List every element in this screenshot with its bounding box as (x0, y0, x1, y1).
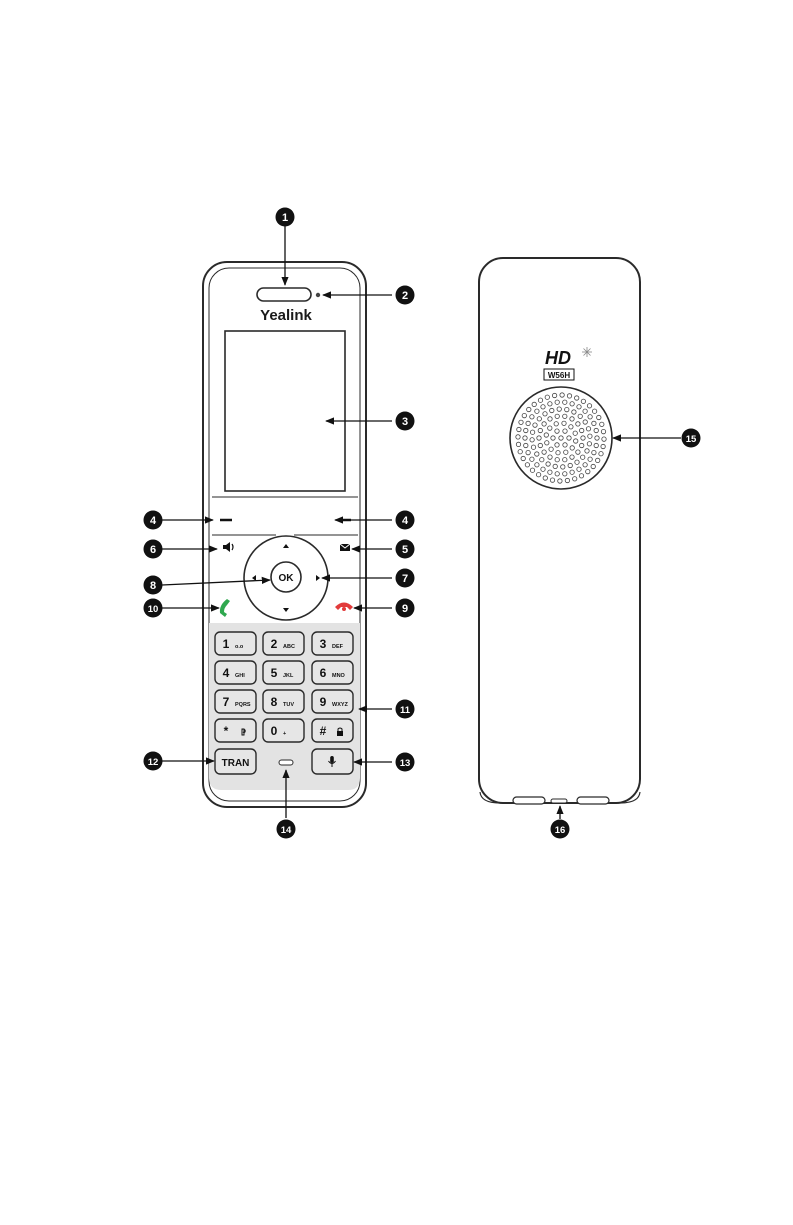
callout-3: 3 (396, 412, 415, 431)
callout-11: 11 (396, 700, 415, 719)
callout-4: 4 (396, 511, 415, 530)
model-badge-label: W56H (548, 371, 570, 380)
callout-15: 15 (682, 429, 701, 448)
callout-14: 14 (277, 820, 296, 839)
callout-10: 10 (144, 599, 163, 618)
svg-text:4: 4 (402, 515, 409, 527)
loudspeaker-grille (510, 387, 612, 489)
key-digit: 3 (320, 637, 327, 651)
message-icon[interactable] (340, 544, 350, 551)
callout-7: 7 (396, 569, 415, 588)
svg-text:13: 13 (400, 758, 411, 769)
key-letters: o.o (235, 644, 244, 650)
callout-6: 6 (144, 540, 163, 559)
key-letters: PQRS (235, 702, 251, 708)
lcd-screen (225, 331, 345, 491)
callout-9: 9 (396, 599, 415, 618)
key-digit: 7 (223, 695, 230, 709)
key-digit: * (224, 724, 229, 738)
svg-text:2: 2 (402, 290, 408, 302)
svg-text:11: 11 (400, 705, 411, 716)
svg-text:8: 8 (150, 580, 156, 592)
handset-back: HD W56H (479, 258, 640, 804)
hd-logo: HD (545, 348, 571, 368)
microphone (279, 760, 293, 765)
key-letters: + (283, 731, 286, 737)
key-letters: ABC (283, 644, 295, 650)
svg-text:9: 9 (402, 603, 408, 615)
svg-text:6: 6 (150, 544, 156, 556)
svg-text:1: 1 (282, 212, 288, 224)
earpiece (257, 288, 311, 301)
key-digit: 2 (271, 637, 278, 651)
key-letters: GHI (235, 673, 245, 679)
key-digit: 8 (271, 695, 278, 709)
svg-text:5: 5 (402, 544, 408, 556)
callout-2: 2 (396, 286, 415, 305)
svg-text:16: 16 (555, 825, 566, 836)
key-digit: # (320, 724, 327, 738)
tran-key-label: TRAN (222, 758, 250, 769)
callout-1: 1 (276, 208, 295, 227)
key-star[interactable]: * (215, 719, 256, 742)
svg-text:12: 12 (148, 757, 159, 768)
svg-text:10: 10 (148, 604, 159, 615)
key-hash[interactable]: # (312, 719, 353, 742)
svg-text:4: 4 (150, 515, 157, 527)
key-digit: 6 (320, 666, 327, 680)
key-letters: MNO (332, 673, 346, 679)
key-digit: 4 (223, 666, 230, 680)
key-letters: DEF (332, 644, 344, 650)
key-0[interactable]: 0+ (263, 719, 304, 742)
key-1[interactable]: 1 o.o (215, 632, 256, 655)
svg-text:14: 14 (281, 825, 292, 836)
callout-8: 8 (144, 576, 163, 595)
svg-text:15: 15 (686, 434, 697, 445)
callout-12: 12 (144, 752, 163, 771)
key-letters: JKL (283, 673, 294, 679)
key-digit: 1 (223, 637, 230, 651)
svg-text:7: 7 (402, 573, 408, 585)
callout-5: 5 (396, 540, 415, 559)
svg-text:3: 3 (402, 416, 408, 428)
key-digit: 9 (320, 695, 327, 709)
proximity-sensor (316, 293, 320, 297)
hd-sparkle-icon (582, 347, 592, 357)
key-letters: TUV (283, 702, 294, 708)
callout-16: 16 (551, 820, 570, 839)
brand-logo: Yealink (260, 307, 312, 324)
callout-4: 4 (144, 511, 163, 530)
key-digit: 0 (271, 724, 278, 738)
ok-key-label: OK (279, 573, 295, 584)
handset-front: Yealink OK (203, 262, 366, 807)
key-letters: WXYZ (332, 702, 349, 708)
callout-13: 13 (396, 753, 415, 772)
key-digit: 5 (271, 666, 278, 680)
